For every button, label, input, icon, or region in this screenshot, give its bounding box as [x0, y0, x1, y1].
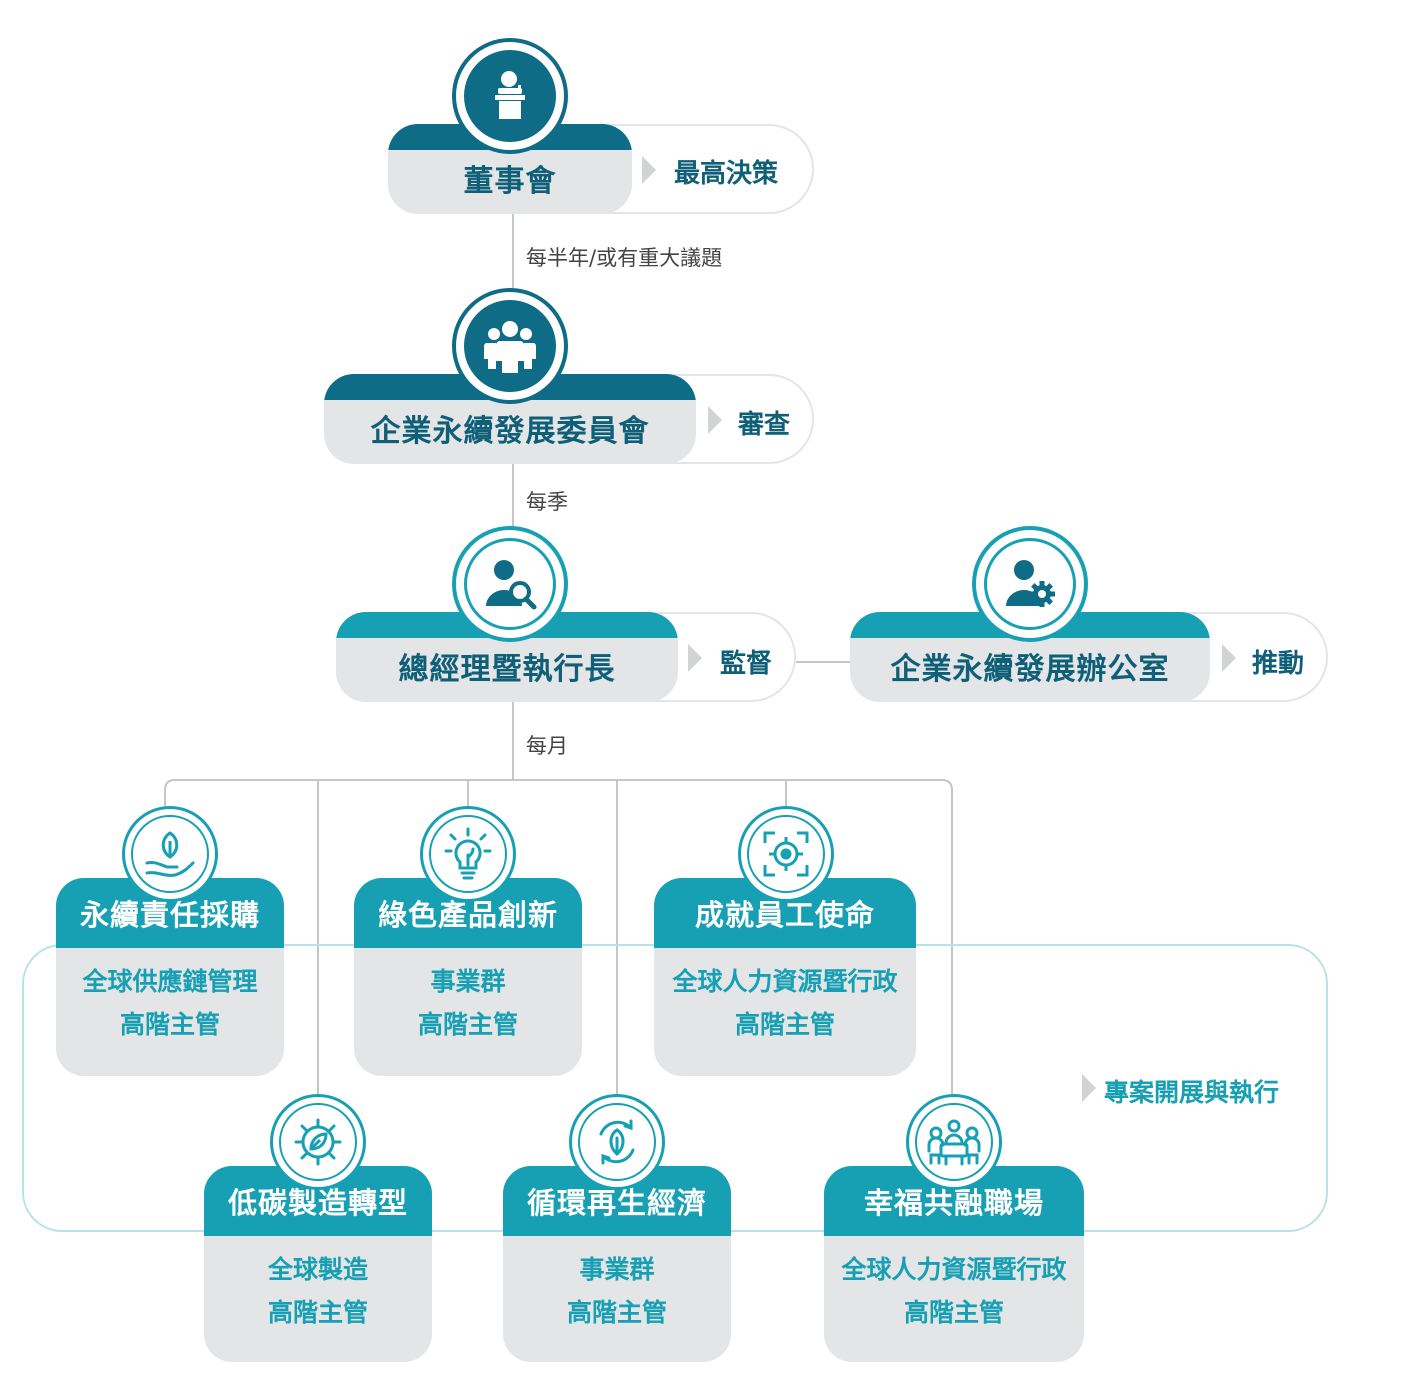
lightbulb-icon: [444, 827, 492, 880]
recycle-leaf-icon: [599, 1119, 635, 1165]
podium-speaker-icon: [495, 71, 525, 119]
pillar-level: 高階主管: [566, 1298, 667, 1327]
circular-icon-circle: [569, 1094, 665, 1190]
pillar-level: 高階主管: [903, 1298, 1004, 1327]
pillar-owner: 事業群: [430, 967, 506, 996]
project-label: 專案開展與執行: [1104, 1078, 1280, 1107]
pillar-title: 低碳製造轉型: [204, 1166, 432, 1236]
pillar-branch-line: [164, 779, 953, 1100]
board-title: 董事會: [463, 164, 557, 199]
committee-title: 企業永續發展委員會: [370, 414, 650, 449]
procurement-icon-circle: [122, 806, 218, 902]
pillar-level: 高階主管: [417, 1010, 518, 1039]
target-icon: [763, 831, 809, 877]
pillar-owner: 事業群: [579, 1255, 655, 1284]
pillar-card-low-carbon: 低碳製造轉型 全球製造 高階主管: [204, 1166, 432, 1362]
pillar-card-procurement: 永續責任採購 全球供應鏈管理 高階主管: [56, 878, 284, 1076]
pillar-card-employee-mission: 成就員工使命 全球人力資源暨行政 高階主管: [654, 878, 916, 1076]
freq-ceo-pillars: 每月: [526, 734, 568, 758]
board-icon-circle: [452, 38, 568, 154]
employee-icon-circle: [738, 806, 834, 902]
low-carbon-icon-circle: [270, 1094, 366, 1190]
office-arrow-icon: [1222, 644, 1236, 672]
office-title: 企業永續發展辦公室: [890, 652, 1170, 687]
pillar-owner: 全球人力資源暨行政: [672, 967, 898, 996]
freq-committee-ceo: 每季: [526, 490, 568, 514]
pillar-title: 成就員工使命: [654, 878, 916, 948]
ceo-role: 監督: [720, 649, 773, 679]
group-people-icon: [483, 321, 537, 373]
meeting-icon: [927, 1119, 981, 1166]
pillar-level: 高階主管: [267, 1298, 368, 1327]
board-arrow-icon: [642, 156, 656, 184]
pillar-owner: 全球人力資源暨行政: [841, 1255, 1067, 1284]
green-icon-circle: [420, 806, 516, 902]
pillar-card-circular: 循環再生經濟 事業群 高階主管: [503, 1166, 731, 1362]
ceo-arrow-icon: [688, 644, 702, 672]
project-arrow-icon: [1082, 1074, 1096, 1102]
pillar-level: 高階主管: [734, 1010, 835, 1039]
person-search-icon: [486, 560, 537, 610]
pillar-title: 幸福共融職場: [824, 1166, 1084, 1236]
office-role: 推動: [1252, 649, 1305, 679]
office-icon-circle: [972, 526, 1088, 642]
committee-role: 審查: [738, 410, 791, 440]
pillar-owner: 全球供應鏈管理: [82, 967, 258, 996]
pillar-owner: 全球製造: [267, 1255, 368, 1284]
board-role: 最高決策: [674, 159, 779, 189]
pillar-card-green-innovation: 綠色產品創新 事業群 高階主管: [354, 878, 582, 1076]
gear-leaf-icon: [294, 1118, 342, 1166]
pillar-level: 高階主管: [119, 1010, 220, 1039]
freq-board-committee: 每半年/或有重大議題: [526, 246, 723, 270]
person-gear-icon: [1006, 560, 1055, 607]
committee-icon-circle: [452, 288, 568, 404]
pillar-card-workplace: 幸福共融職場 全球人力資源暨行政 高階主管: [824, 1166, 1084, 1362]
ceo-icon-circle: [452, 526, 568, 642]
ceo-title: 總經理暨執行長: [398, 652, 616, 687]
committee-arrow-icon: [708, 406, 722, 434]
hand-leaf-icon: [145, 831, 195, 877]
workplace-icon-circle: [906, 1094, 1002, 1190]
